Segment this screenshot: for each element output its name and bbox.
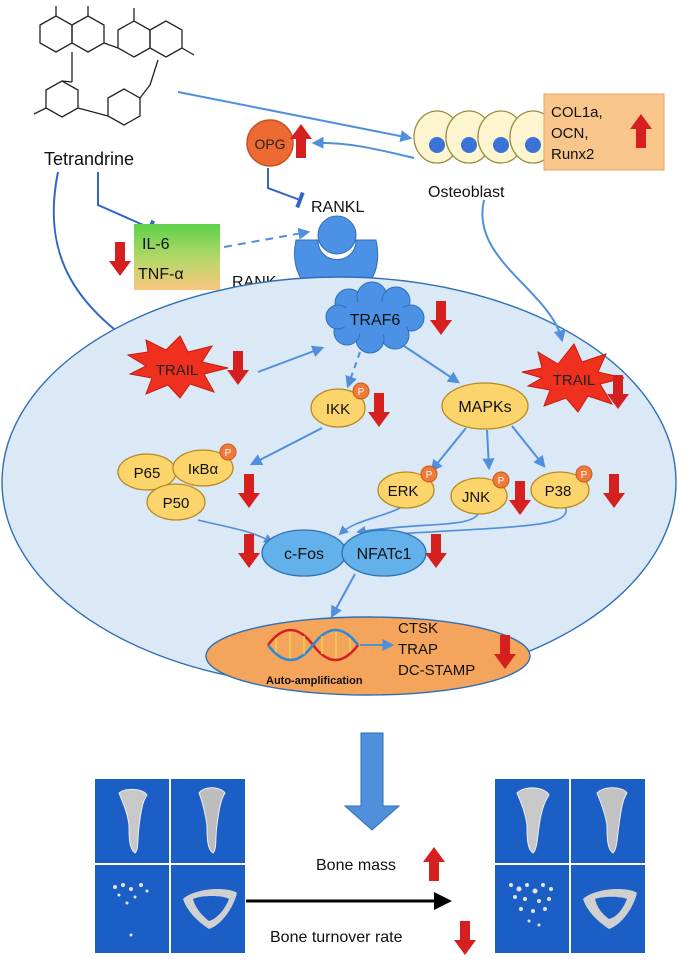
outcome-arrowhead (434, 892, 452, 910)
bone-long-image (596, 787, 628, 854)
p38-phospho-label: P (581, 470, 588, 481)
microct-after-panel-1 (494, 778, 570, 864)
erk-phospho-label: P (426, 470, 433, 481)
connector-mapks-p38 (511, 425, 546, 468)
bone-turnover-label: Bone turnover rate (270, 929, 403, 946)
bone-long-image (198, 787, 226, 854)
connector-tet-osteoblast (177, 91, 413, 143)
opg-label: OPG (254, 136, 285, 152)
cytokine-box (134, 224, 220, 290)
ikk-label: IKK (326, 401, 350, 418)
trabecular-image (113, 883, 149, 937)
bone-turnover-down-arrow (454, 921, 476, 955)
traf6-label: TRAF6 (350, 312, 401, 329)
trail-left-star (126, 335, 229, 399)
dna-helix-icon (266, 628, 360, 662)
trail-right-label: TRAIL (553, 372, 596, 389)
result-down-arrow (343, 732, 401, 831)
cortical-ring-image (183, 889, 237, 929)
bone-mass-label: Bone mass (316, 857, 396, 874)
p50-node (146, 483, 206, 521)
inhibit-tet-cytokines (97, 172, 156, 237)
mapks-label: MAPKs (458, 399, 511, 416)
target-gene-3: DC-STAMP (398, 662, 475, 679)
target-gene-2: TRAP (398, 641, 438, 658)
cfos-label: c-Fos (284, 546, 324, 563)
target-gene-1: CTSK (398, 620, 438, 637)
connector-osteoblast-trail (481, 199, 566, 343)
p38-node (530, 471, 590, 509)
connector-erk-cfos (338, 507, 401, 536)
trabecular-image (509, 883, 553, 927)
cytokine-down-arrow (109, 242, 131, 276)
p65-label: P65 (134, 465, 161, 482)
rankl-ligand (317, 215, 357, 255)
microct-after-panel-4 (570, 864, 646, 954)
erk-node (377, 471, 435, 509)
ikk-node (310, 388, 366, 428)
osteoblast-gene-2: OCN, (551, 125, 589, 142)
nucleus-ellipse (205, 616, 531, 696)
connector-trail-traf6 (257, 345, 325, 373)
microct-before-panel-3 (94, 864, 170, 954)
connector-nfatc1-nucleus (330, 573, 356, 619)
connector-mapks-jnk (482, 429, 495, 471)
connector-jnk-cfos (356, 513, 479, 536)
auto-amplification-label: Auto-amplification (266, 675, 363, 687)
tnf-label: TNF-α (138, 266, 184, 283)
ikba-label: IκBα (188, 461, 219, 478)
connector-nfkb-cfos (197, 519, 274, 543)
microct-after-panel-2 (570, 778, 646, 864)
ikba-node (172, 449, 234, 487)
osteoblast-cells (413, 110, 557, 164)
erk-label: ERK (388, 483, 419, 500)
microct-after-panel-3 (494, 864, 570, 954)
rankl-label: RANKL (311, 199, 364, 216)
microct-before-panel-4 (170, 864, 246, 954)
bone-long-image (516, 787, 550, 854)
jnk-node (450, 477, 508, 515)
osteoblast-gene-3: Runx2 (551, 146, 594, 163)
bone-mass-up-arrow (423, 847, 445, 881)
connector-traf6-mapks (403, 345, 460, 384)
trail-right-star (521, 343, 625, 413)
mapks-node (441, 382, 529, 430)
p38-label: P38 (545, 483, 572, 500)
il6-label: IL-6 (142, 236, 170, 253)
cortical-ring-image (583, 889, 637, 929)
ikba-phospho-label: P (225, 448, 232, 459)
traf6-node (325, 281, 425, 354)
connector-mapks-erk (430, 427, 467, 472)
nfatc1-label: NFATc1 (357, 546, 412, 563)
jnk-label: JNK (462, 489, 490, 506)
inhibit-opg-rankl (267, 168, 305, 209)
ikk-phospho-label: P (358, 387, 365, 398)
trail-left-label: TRAIL (156, 362, 199, 379)
tetrandrine-label: Tetrandrine (44, 149, 134, 169)
jnk-phospho-label: P (498, 476, 505, 487)
connector-cytokines-rankl (223, 227, 311, 248)
osteoblast-gene-1: COL1a, (551, 104, 603, 121)
p50-label: P50 (163, 495, 190, 512)
connector-osteoblast-opg (311, 136, 415, 159)
bone-long-image (118, 788, 148, 854)
microct-before-panel-1 (94, 778, 170, 864)
microct-before-panel-2 (170, 778, 246, 864)
osteoblast-label: Osteoblast (428, 184, 505, 201)
tetrandrine-structure (33, 6, 195, 126)
opg-node (246, 119, 294, 167)
connector-p38-cfos (360, 507, 567, 541)
connector-ikk-nfkb (249, 427, 323, 466)
